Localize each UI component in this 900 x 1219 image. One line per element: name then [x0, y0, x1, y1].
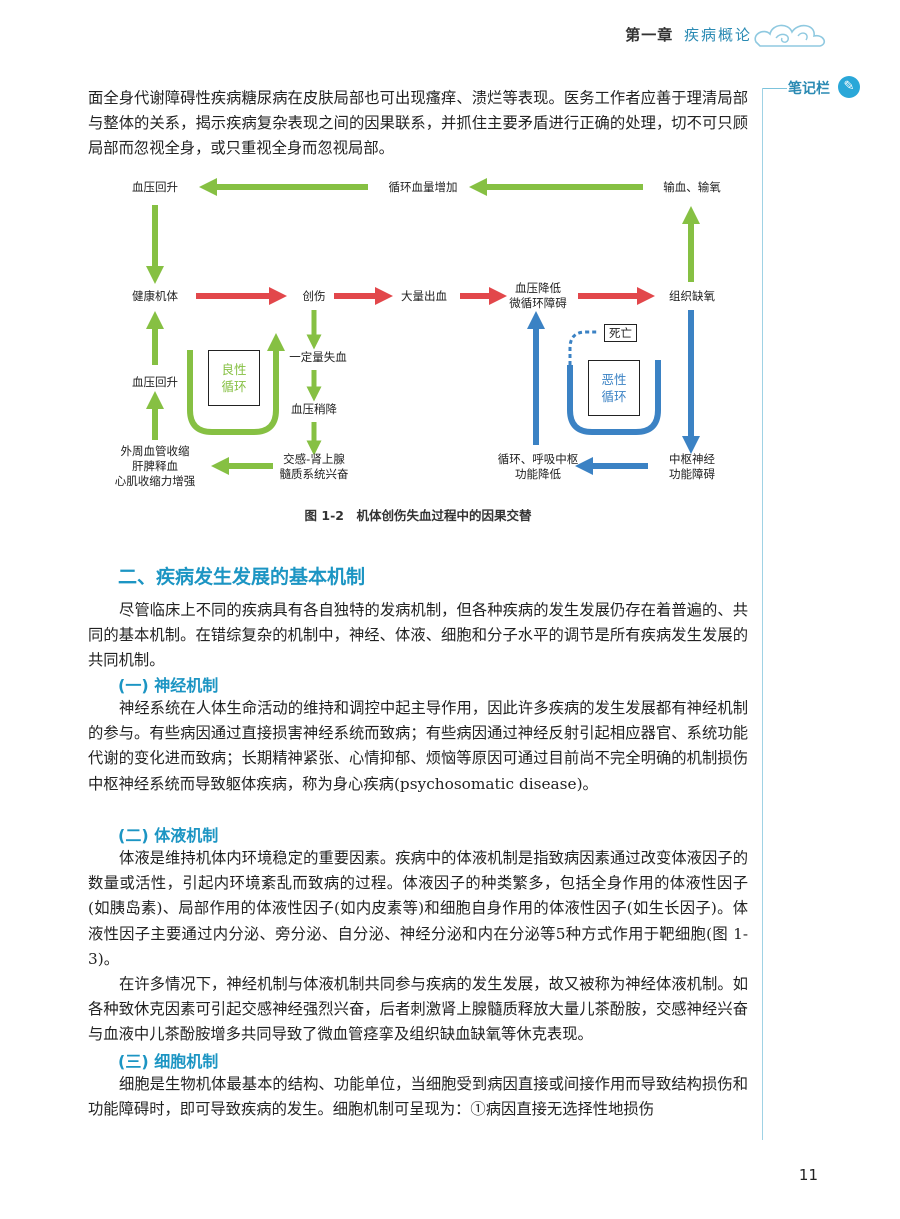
section-intro: 尽管临床上不同的疾病具有各自独特的发病机制，但各种疾病的发生发展仍存在着普遍的、…	[88, 601, 748, 670]
node-peripheral-line3: 心肌收缩力增强	[114, 474, 196, 488]
running-header: 第一章 疾病概论	[625, 24, 752, 45]
node-resp-line1: 循环、呼吸中枢	[497, 452, 579, 466]
figure-caption: 图 1-2 机体创伤失血过程中的因果交替	[304, 508, 532, 523]
node-cns: 中枢神经 功能障碍	[669, 452, 715, 482]
node-tissue-hypoxia: 组织缺氧	[669, 289, 715, 303]
subheading-neural: (一) 神经机制	[118, 676, 219, 695]
chapter-title: 疾病概论	[683, 26, 752, 44]
subheading-cellular: (三) 细胞机制	[118, 1052, 219, 1071]
intro-paragraph: 面全身代谢障碍性疾病糖尿病在皮肤局部也可出现瘙痒、溃烂等表现。医务工作者应善于理…	[88, 89, 748, 158]
benign-cycle-box: 良性 循环	[208, 350, 260, 406]
benign-cycle-loop	[187, 333, 285, 435]
node-death: 死亡	[604, 324, 637, 342]
vicious-cycle-dashed-exit	[568, 330, 598, 365]
node-resp-line2: 功能降低	[515, 467, 561, 481]
humoral-paragraph-1: 体液是维持机体内环境稳定的重要因素。疾病中的体液机制是指致病因素通过改变体液因子…	[88, 849, 748, 968]
node-peripheral: 外周血管收缩 肝脾释血 心肌收缩力增强	[115, 444, 196, 489]
benign-cycle-label: 良性 循环	[209, 361, 259, 395]
node-transfusion: 输血、输氧	[663, 180, 721, 194]
node-bp-drop: 血压降低 微循环障碍	[509, 281, 567, 311]
page-number: 11	[798, 1166, 818, 1184]
node-bp-recover-left: 血压回升	[132, 375, 178, 389]
vicious-cycle-loop	[567, 360, 661, 435]
notes-rule-top	[762, 88, 787, 89]
node-bp-drop-line1: 血压降低	[515, 281, 561, 295]
vicious-cycle-label: 恶性 循环	[589, 371, 639, 405]
node-healthy-body: 健康机体	[132, 289, 178, 303]
page-header: 第一章 疾病概论	[570, 14, 870, 50]
node-bp-recover-top: 血压回升	[132, 180, 178, 194]
neural-paragraph: 神经系统在人体生命活动的维持和调控中起主导作用，因此许多疾病的发生发展都有神经机…	[88, 699, 748, 793]
pencil-icon: ✎	[838, 76, 860, 98]
subheading-humoral: (二) 体液机制	[118, 826, 219, 845]
node-major-bleeding: 大量出血	[401, 289, 447, 303]
figure-arrows	[146, 178, 700, 475]
cloud-ornament-icon	[754, 24, 826, 47]
node-bp-slight-drop: 血压稍降	[291, 402, 337, 416]
node-sympathetic: 交感-肾上腺 髓质系统兴奋	[280, 452, 349, 482]
node-cns-line2: 功能障碍	[669, 467, 715, 481]
humoral-paragraph-2: 在许多情况下，神经机制与体液机制共同参与疾病的发生发展，故又被称为神经体液机制。…	[88, 975, 748, 1044]
benign-line2: 循环	[221, 379, 247, 394]
section-heading: 二、疾病发生发展的基本机制	[118, 566, 366, 588]
vicious-line1: 恶性	[601, 372, 627, 387]
node-resp: 循环、呼吸中枢 功能降低	[498, 452, 579, 482]
node-sympathetic-line1: 交感-肾上腺	[283, 452, 345, 466]
node-trauma: 创伤	[302, 289, 326, 303]
chapter-number: 第一章	[625, 26, 674, 44]
node-peripheral-line2: 肝脾释血	[132, 459, 178, 473]
vicious-line2: 循环	[601, 389, 627, 404]
node-circ-volume-up: 循环血量增加	[388, 180, 458, 194]
benign-line1: 良性	[221, 362, 247, 377]
node-cns-line1: 中枢神经	[669, 452, 715, 466]
node-bp-drop-line2: 微循环障碍	[509, 296, 567, 310]
vicious-cycle-box: 恶性 循环	[588, 360, 640, 416]
notes-rule	[762, 88, 763, 1140]
node-peripheral-line1: 外周血管收缩	[120, 444, 190, 458]
node-sympathetic-line2: 髓质系统兴奋	[279, 467, 349, 481]
figure-1-2: 血压回升 循环血量增加 输血、输氧 健康机体 创伤 大量出血 血压降低 微循环障…	[88, 170, 748, 523]
notes-label: 笔记栏	[788, 81, 830, 97]
node-some-blood-loss: 一定量失血	[289, 350, 347, 364]
cellular-paragraph: 细胞是生物机体最基本的结构、功能单位，当细胞受到病因直接或间接作用而导致结构损伤…	[88, 1075, 748, 1119]
